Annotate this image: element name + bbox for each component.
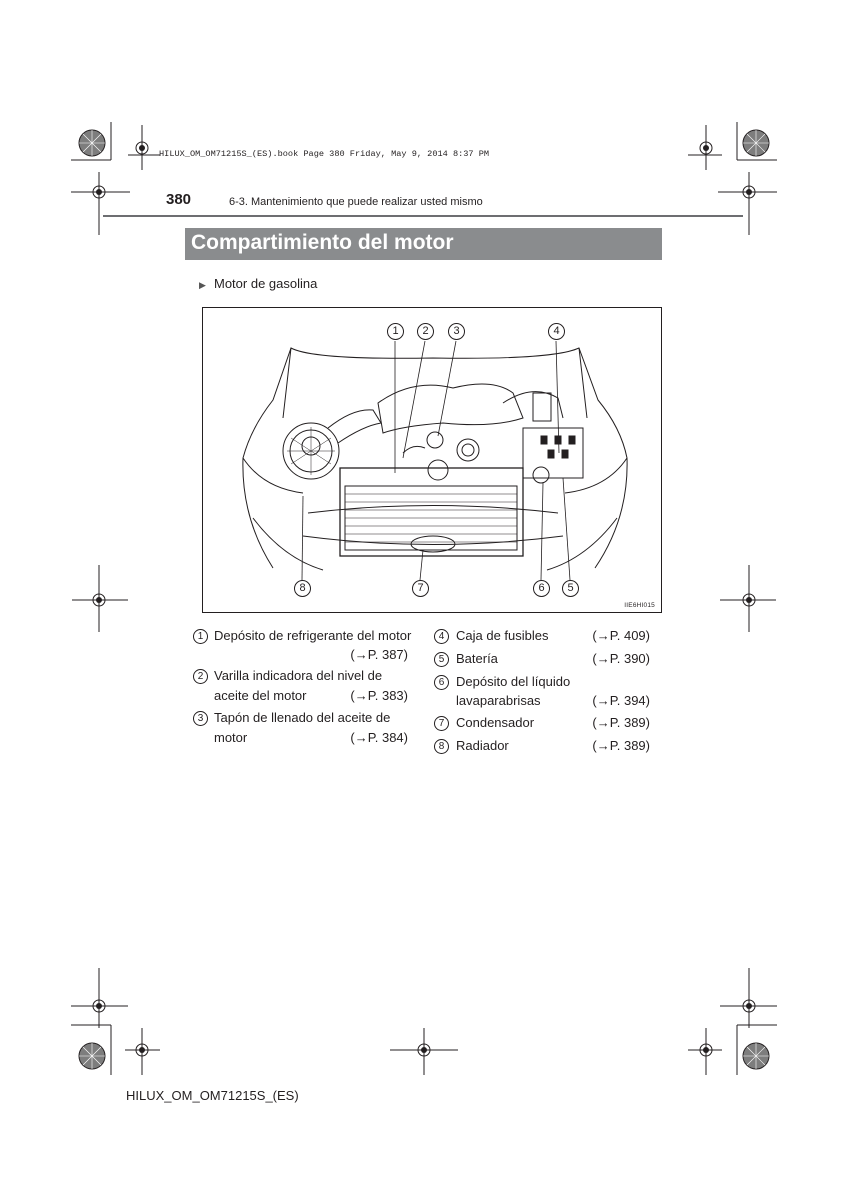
section-title-bar <box>185 228 662 260</box>
callout-1: 1 <box>387 323 404 340</box>
legend-number: 5 <box>434 652 449 667</box>
legend-number: 1 <box>193 629 208 644</box>
legend-page-ref: (→P. 384) <box>350 730 408 745</box>
legend-label: Batería <box>456 651 498 666</box>
legend-number: 4 <box>434 629 449 644</box>
legend-number: 8 <box>434 739 449 754</box>
legend-page-ref: (→P. 394) <box>592 693 650 708</box>
legend-label-cont: motor <box>214 730 248 745</box>
legend-number: 2 <box>193 669 208 684</box>
callout-8: 8 <box>294 580 311 597</box>
legend-label-cont: aceite del motor <box>214 688 307 703</box>
legend-label: Depósito de refrigerante del motor <box>214 628 412 643</box>
callout-5: 5 <box>562 580 579 597</box>
footer-code: HILUX_OM_OM71215S_(ES) <box>126 1088 299 1103</box>
legend-label: Depósito del líquido <box>456 674 571 689</box>
legend-number: 3 <box>193 711 208 726</box>
legend-page-ref: (→P. 383) <box>350 688 408 703</box>
callout-3: 3 <box>448 323 465 340</box>
engine-compartment-figure: 1 2 3 4 5 6 7 8 IIE6HI015 <box>202 307 662 613</box>
legend-number: 6 <box>434 675 449 690</box>
legend-label: Radiador <box>456 738 509 753</box>
legend-label: Caja de fusibles <box>456 628 549 643</box>
legend-label: Varilla indicadora del nivel de <box>214 668 383 683</box>
sub-heading: Motor de gasolina <box>214 276 318 291</box>
legend-label-cont: lavaparabrisas <box>456 693 541 708</box>
legend-page-ref: (→P. 387) <box>350 647 408 662</box>
legend-label: Tapón de llenado del aceite de <box>214 710 391 725</box>
legend-page-ref: (→P. 390) <box>592 651 650 666</box>
figure-code: IIE6HI015 <box>624 602 655 609</box>
legend-number: 7 <box>434 716 449 731</box>
legend-label: Condensador <box>456 715 535 730</box>
legend-page-ref: (→P. 389) <box>592 715 650 730</box>
legend-page-ref: (→P. 389) <box>592 738 650 753</box>
header-rule <box>103 215 743 217</box>
running-head: 6-3. Mantenimiento que puede realizar us… <box>229 196 483 208</box>
callout-6: 6 <box>533 580 550 597</box>
callout-7: 7 <box>412 580 429 597</box>
section-title: Compartimiento del motor <box>191 231 454 254</box>
callout-2: 2 <box>417 323 434 340</box>
legend-page-ref: (→P. 409) <box>592 628 650 643</box>
print-header: HILUX_OM_OM71215S_(ES).book Page 380 Fri… <box>159 149 490 159</box>
engine-illustration <box>242 340 628 581</box>
callout-4: 4 <box>548 323 565 340</box>
page-number: 380 <box>166 191 192 208</box>
triangle-bullet-icon: ▶ <box>199 280 206 290</box>
